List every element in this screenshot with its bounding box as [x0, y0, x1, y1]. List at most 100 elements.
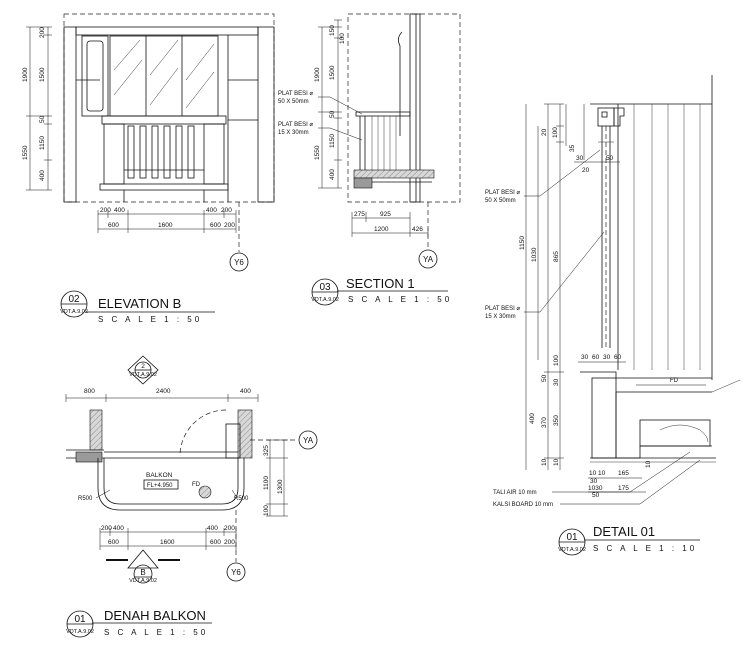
section-1-scale: S C A L E 1 : 50	[348, 295, 452, 304]
denah-balkon-fd-label: FD	[192, 482, 201, 488]
denah-balkon-top-dim-800: 800	[84, 388, 95, 395]
detail-01-mid-dim-60b: 60	[614, 354, 622, 361]
denah-balkon-outline	[103, 458, 239, 505]
elevation-b-scale: S C A L E 1 : 50	[98, 315, 202, 324]
section-1-dim-1900: 1900	[314, 67, 321, 82]
section-1-note-1-line2: 50 X 50mm	[278, 99, 309, 105]
elevation-b-top-beam	[75, 26, 259, 36]
elevation-b-drawing: 200 1500 1900 50 1150 1550 400 200 400 4…	[22, 13, 275, 272]
section-1-slab	[353, 169, 435, 179]
elevation-b-dim-1150: 1150	[39, 136, 46, 150]
denah-balkon-drawing: 2 VDT.A.9.02 800 2400 400 BALKON FL+4.95…	[65, 355, 318, 584]
denah-balkon-bottom-dim-400b: 400	[207, 525, 218, 532]
elevation-b-left-wall	[63, 26, 77, 203]
section-1-grid-ya-bubble	[418, 249, 438, 269]
elevation-b-number: 02	[68, 294, 80, 305]
denah-balkon-sheet-ref: VDT.A.9.02	[66, 629, 94, 635]
denah-balkon-number: 01	[74, 614, 86, 625]
detail-01-bottom-dim-50: 50	[592, 492, 600, 499]
detail-01-sheet-ref: VDT.A.9.02	[558, 547, 586, 553]
section-1-dim-150: 150	[329, 25, 336, 36]
denah-balkon-radius-right: R500	[234, 496, 249, 502]
section-1-title-block: 03 VDT.A.9.02 SECTION 1 S C A L E 1 : 50	[311, 276, 452, 306]
denah-balkon-section-marker-bottom	[127, 549, 159, 569]
denah-balkon-bottom-dim-600b: 600	[210, 539, 221, 546]
detail-01-curb	[591, 377, 617, 459]
elevation-b-bottom-dim-600a: 600	[108, 222, 119, 229]
denah-balkon-bottom-dim-400a: 400	[113, 525, 124, 532]
detail-01-note-kalsi-board: KALSI BOARD 10 mm	[493, 502, 553, 508]
detail-01-dim-100-mid: 100	[553, 355, 560, 366]
detail-01-dim-865: 865	[553, 251, 560, 262]
detail-01-note-2-line2: 15 X 30mm	[485, 314, 516, 320]
detail-01-scale: S C A L E 1 : 10	[593, 544, 697, 553]
elevation-b-bottom-dim-200b: 200	[221, 207, 232, 214]
elevation-b-balusters	[127, 125, 195, 179]
denah-balkon-bottom-dim-200b: 200	[224, 525, 235, 532]
denah-balkon-room-label: BALKON	[146, 472, 173, 479]
section-1-drawing: PLAT BESI ⌀ 50 X 50mm PLAT BESI ⌀ 15 X 3…	[278, 13, 461, 269]
section-1-grid-ya-label: YA	[423, 255, 434, 264]
denah-balkon-right-dim-1300: 1300	[277, 479, 284, 494]
denah-balkon-marker-bottom-letter: B	[140, 568, 145, 577]
section-1-dim-1500: 1500	[329, 65, 336, 80]
section-1-curtain	[398, 31, 403, 136]
denah-balkon-bottom-dim-600a: 600	[108, 539, 119, 546]
detail-01-dim-20: 20	[541, 128, 548, 136]
elevation-b-dim-1900: 1900	[22, 67, 29, 82]
elevation-b-window	[109, 35, 219, 117]
section-1-note-2-line1: PLAT BESI ⌀	[278, 122, 313, 128]
detail-01-bottom-dim-1030: 1030	[588, 485, 603, 492]
detail-01-dim-370: 370	[541, 417, 548, 428]
section-1-bottom-dim-275: 275	[354, 211, 365, 218]
section-1-dim-50: 50	[329, 110, 336, 118]
detail-01-title-block: 01 VDT.A.9.02 DETAIL 01 S C A L E 1 : 10	[558, 524, 700, 556]
denah-balkon-bottom-dim-200c: 200	[224, 539, 235, 546]
detail-01-note-2-line1: PLAT BESI ⌀	[485, 306, 520, 312]
elevation-b-bottom-dim-200c: 200	[224, 222, 235, 229]
denah-balkon-top-dim-400: 400	[240, 388, 251, 395]
denah-balkon-grid-y6-bubble	[226, 562, 246, 582]
detail-01-dim-1030: 1030	[531, 247, 538, 262]
detail-01-dim-35: 35	[569, 144, 576, 152]
detail-01-mid-dim-30b: 30	[603, 354, 611, 361]
elevation-b-bottom-dim-400a: 400	[114, 207, 125, 214]
detail-01-slab	[615, 391, 712, 459]
elevation-b-grid-y6-bubble	[229, 252, 249, 272]
denah-balkon-left-wall	[89, 409, 103, 451]
section-1-dim-1150: 1150	[329, 134, 336, 148]
section-1-note-2-line2: 15 X 30mm	[278, 130, 309, 136]
detail-01-note-1-line2: 50 X 50mm	[485, 198, 516, 204]
detail-01-dim-50-mid: 50	[541, 374, 548, 382]
denah-balkon-right-dim-1100: 1100	[263, 476, 270, 490]
section-1-bottom-dim-925: 925	[380, 211, 391, 218]
denah-balkon-section-marker-top	[127, 355, 159, 385]
detail-01-bottom-dim-10b: 10	[598, 470, 606, 477]
elevation-b-bottom-dim-600b: 600	[210, 222, 221, 229]
denah-balkon-floor-drain	[198, 485, 212, 499]
detail-01-title: DETAIL 01	[593, 524, 655, 539]
elevation-b-title-block: 02 VDT.A.9.02 ELEVATION B S C A L E 1 : …	[60, 290, 215, 324]
detail-01-dim-50-top: 50	[606, 155, 614, 162]
detail-01-dim-400: 400	[529, 413, 536, 424]
section-1-sheet-ref: VDT.A.9.02	[311, 297, 339, 303]
elevation-b-door-left	[81, 35, 109, 117]
section-1-wall	[409, 13, 421, 203]
detail-01-bottom-dim-10c: 10	[645, 460, 652, 468]
elevation-b-right-wall	[257, 26, 275, 203]
elevation-b-dim-1500: 1500	[39, 67, 46, 82]
elevation-b-sheet-ref: VDT.A.9.02	[60, 309, 88, 315]
section-1-frame	[347, 13, 461, 203]
section-1-note-1-line1: PLAT BESI ⌀	[278, 91, 313, 97]
detail-01-slab-top	[580, 371, 712, 379]
denah-balkon-title: DENAH BALKON	[104, 608, 206, 623]
denah-balkon-grid-ya-bubble	[298, 430, 318, 450]
denah-balkon-door-swing	[179, 409, 227, 457]
denah-balkon-title-block: 01 VDT.A.9.02 DENAH BALKON S C A L E 1 :…	[66, 608, 212, 638]
denah-balkon-scale: S C A L E 1 : 50	[104, 628, 208, 637]
section-1-number: 03	[319, 282, 331, 293]
section-1-title: SECTION 1	[346, 276, 415, 291]
elevation-b-handrail	[101, 115, 227, 125]
detail-01-bottom-dim-10a: 10	[589, 470, 597, 477]
